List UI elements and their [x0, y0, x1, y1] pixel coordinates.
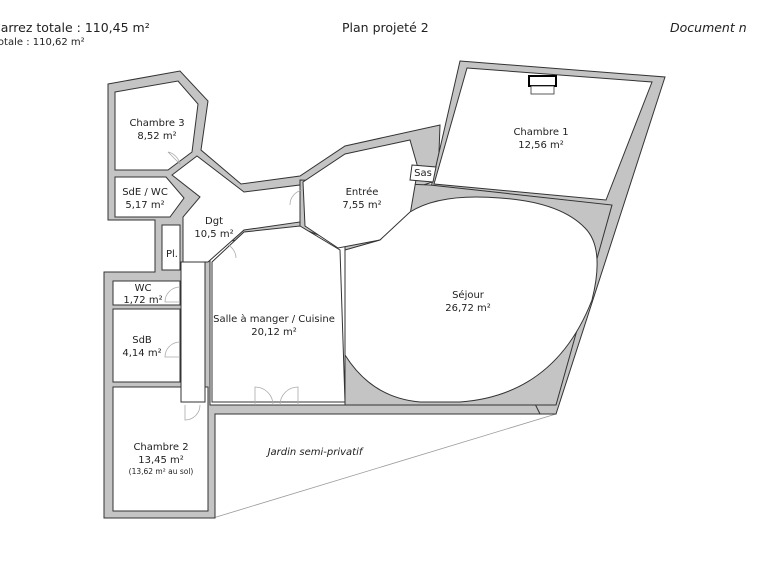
area-chambre-2: 13,45 m² — [138, 455, 184, 466]
plan-title: Plan projeté 2 — [342, 20, 429, 35]
chimney-hearth — [530, 85, 555, 95]
room-sas[interactable] — [409, 164, 437, 183]
surface-total: totale : 110,62 m² — [0, 37, 85, 48]
area-salle-a-manger: 20,12 m² — [251, 327, 297, 338]
room-wc[interactable] — [112, 280, 181, 306]
room-sejour[interactable] — [344, 196, 598, 403]
room-sdb[interactable] — [112, 308, 181, 383]
label-sejour: Séjour — [452, 289, 485, 301]
area-sde-wc: 5,17 m² — [125, 200, 164, 211]
room-salle-a-manger[interactable] — [211, 225, 346, 403]
chimney-icon — [528, 75, 557, 87]
label-chambre-1: Chambre 1 — [513, 127, 568, 138]
door-swing — [167, 151, 181, 166]
carrez-total: Carrez totale : 110,45 m² — [0, 20, 150, 35]
door-swing — [164, 286, 181, 303]
door-swing — [289, 189, 304, 206]
area-sejour: 26,72 m² — [445, 303, 491, 314]
label-wc: WC — [135, 283, 152, 294]
room-chambre-1[interactable] — [433, 67, 653, 201]
label-sdb: SdB — [132, 335, 152, 346]
document-note: Document n — [670, 20, 747, 35]
room-dgt[interactable] — [171, 155, 301, 263]
label-sas: Sas — [414, 168, 432, 179]
door-swing — [227, 244, 237, 259]
area-dgt: 10,5 m² — [194, 229, 233, 240]
label-entree: Entrée — [346, 186, 379, 198]
area-sdb: 4,14 m² — [122, 348, 161, 359]
area-chambre-3: 8,52 m² — [137, 131, 176, 142]
jardin-boundary — [212, 413, 557, 519]
door-swing — [184, 404, 201, 421]
label-salle-a-manger: Salle à manger / Cuisine — [213, 313, 335, 325]
room-placard[interactable] — [161, 224, 181, 271]
label-dgt: Dgt — [205, 216, 223, 227]
door-swing — [164, 341, 181, 358]
label-chambre-3: Chambre 3 — [129, 118, 184, 129]
room-chambre-3[interactable] — [114, 80, 199, 171]
label-placard: Pl. — [166, 249, 178, 260]
corridor — [180, 261, 206, 403]
door-swing — [279, 386, 299, 406]
area-wc: 1,72 m² — [123, 295, 162, 306]
area-chambre-1: 12,56 m² — [518, 140, 564, 151]
room-sde-wc[interactable] — [114, 176, 185, 218]
area-entree: 7,55 m² — [342, 200, 381, 211]
label-chambre-2: Chambre 2 — [133, 442, 188, 453]
door-swing — [254, 386, 274, 406]
label-sde-wc: SdE / WC — [122, 187, 168, 198]
room-chambre-2[interactable] — [112, 386, 209, 512]
label-jardin: Jardin semi-privatif — [266, 447, 364, 458]
note-chambre-2: (13,62 m² au sol) — [129, 467, 194, 476]
